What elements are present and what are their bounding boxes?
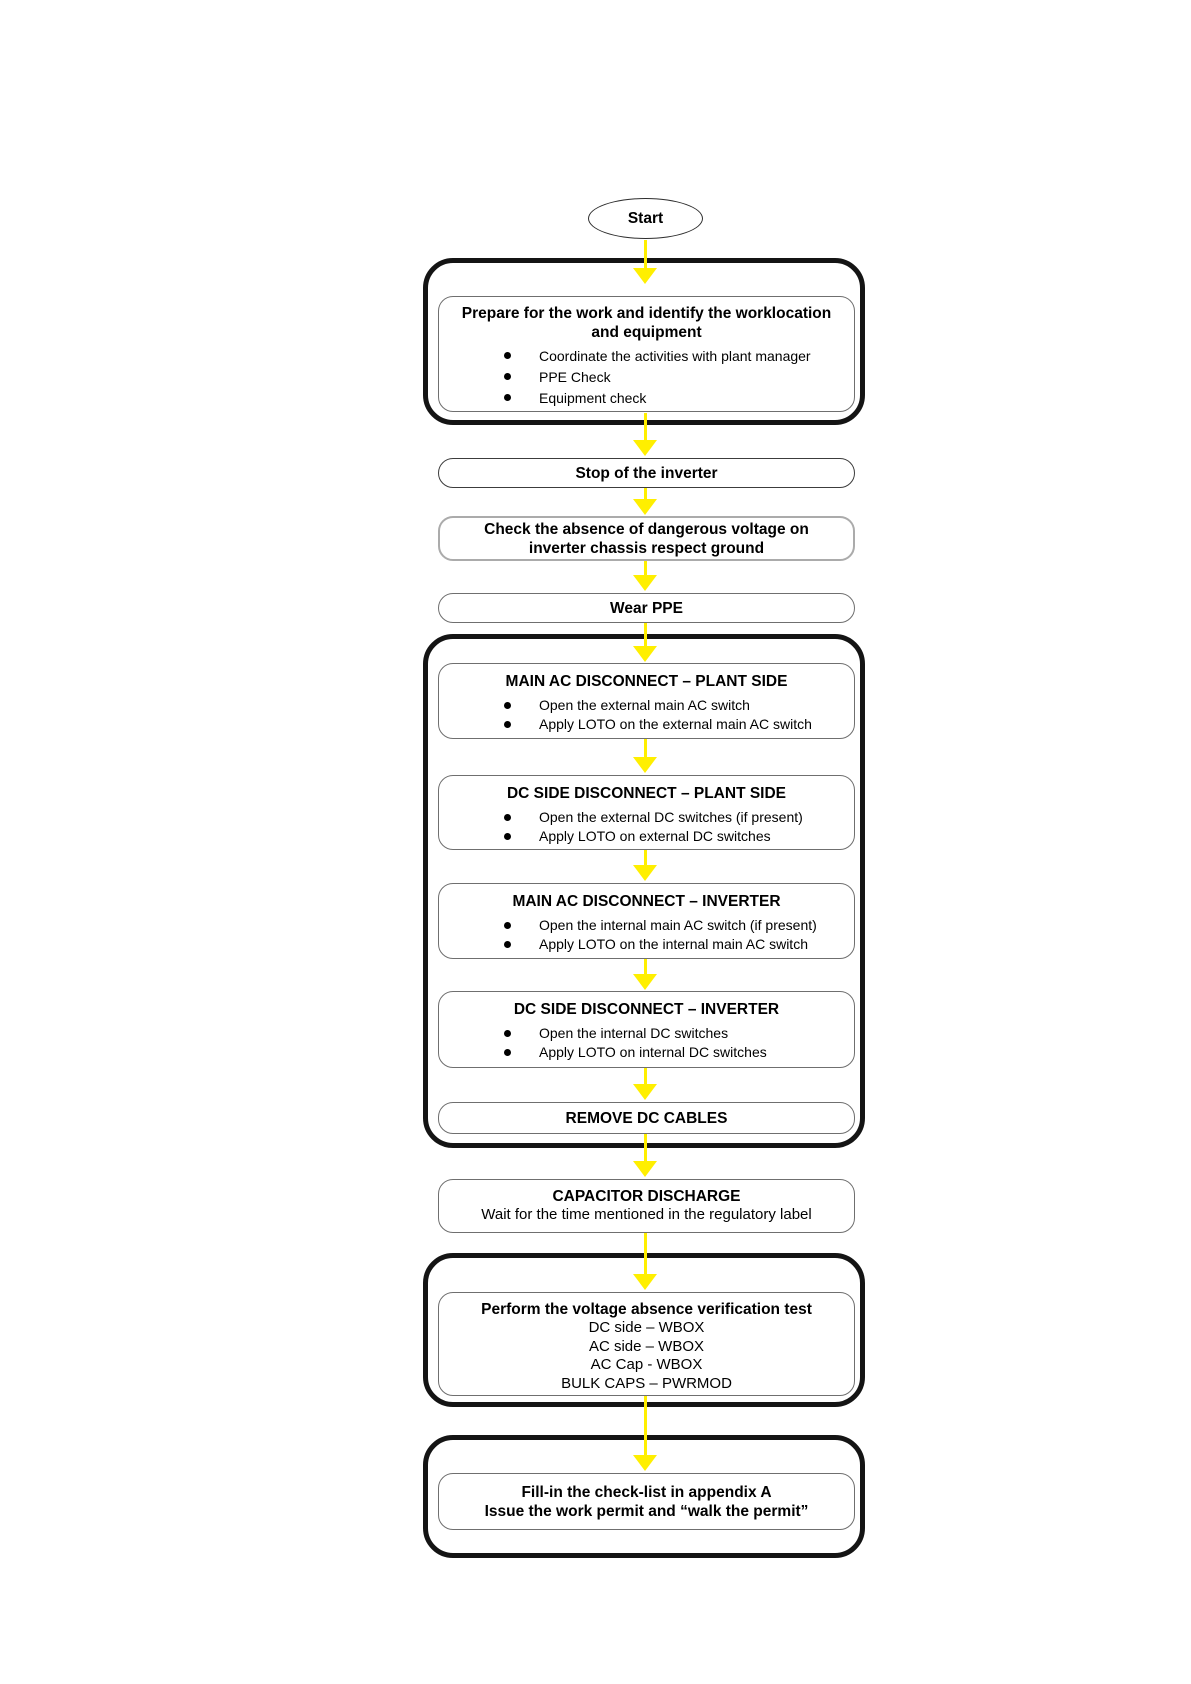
node-main-ac-plant: MAIN AC DISCONNECT – PLANT SIDE Open the…	[438, 663, 855, 739]
node-fill-in-checklist-line1: Fill-in the check-list in appendix A	[521, 1483, 772, 1501]
node-wear-ppe: Wear PPE	[438, 593, 855, 623]
bullet-item: Coordinate the activities with plant man…	[439, 346, 854, 367]
node-main-ac-inverter-title: MAIN AC DISCONNECT – INVERTER	[512, 893, 781, 910]
arrow-head-icon	[633, 1274, 657, 1290]
arrow-shaft	[643, 623, 647, 648]
bullet-item: Apply LOTO on the external main AC switc…	[439, 715, 854, 734]
arrow-shaft	[643, 850, 647, 867]
node-prepare: Prepare for the work and identify the wo…	[438, 296, 855, 412]
arrow-head-icon	[633, 646, 657, 662]
node-check-voltage-line2: inverter chassis respect ground	[528, 539, 765, 557]
arrow-head-icon	[633, 499, 657, 515]
flow-arrow-7	[633, 850, 657, 881]
arrow-shaft	[643, 561, 647, 577]
bullet-item: Apply LOTO on internal DC switches	[439, 1043, 854, 1062]
arrow-head-icon	[633, 974, 657, 990]
node-capacitor-discharge: CAPACITOR DISCHARGE Wait for the time me…	[438, 1179, 855, 1233]
bullet-item: Open the external DC switches (if presen…	[439, 808, 854, 827]
node-dc-plant: DC SIDE DISCONNECT – PLANT SIDE Open the…	[438, 775, 855, 850]
node-fill-in-checklist-line2: Issue the work permit and “walk the perm…	[484, 1502, 809, 1520]
bullet-item: Open the internal main AC switch (if pre…	[439, 916, 854, 935]
node-main-ac-inverter: MAIN AC DISCONNECT – INVERTER Open the i…	[438, 883, 855, 959]
node-verification-title: Perform the voltage absence verification…	[481, 1301, 812, 1318]
arrow-head-icon	[633, 440, 657, 456]
node-verification-line4: BULK CAPS – PWRMOD	[561, 1374, 732, 1392]
node-verification-line2: AC side – WBOX	[588, 1337, 705, 1355]
arrow-head-icon	[633, 1161, 657, 1177]
arrow-shaft	[643, 959, 647, 976]
flow-arrow-11	[633, 1233, 657, 1290]
node-prepare-bullets: Coordinate the activities with plant man…	[439, 346, 854, 409]
flow-arrow-1	[633, 240, 657, 284]
flow-arrow-12	[633, 1396, 657, 1471]
node-fill-in-checklist: Fill-in the check-list in appendix A Iss…	[438, 1473, 855, 1530]
arrow-head-icon	[633, 757, 657, 773]
node-prepare-title-line2: and equipment	[591, 324, 702, 341]
flow-arrow-6	[633, 739, 657, 773]
node-main-ac-plant-title: MAIN AC DISCONNECT – PLANT SIDE	[505, 673, 788, 690]
arrow-shaft	[643, 1134, 647, 1163]
bullet-item: Apply LOTO on external DC switches	[439, 827, 854, 846]
arrow-shaft	[643, 1396, 647, 1457]
arrow-shaft	[643, 739, 647, 759]
arrow-head-icon	[633, 865, 657, 881]
node-dc-inverter-bullets: Open the internal DC switches Apply LOTO…	[439, 1024, 854, 1062]
node-wear-ppe-title: Wear PPE	[610, 599, 683, 617]
flow-arrow-5	[633, 623, 657, 662]
arrow-head-icon	[633, 575, 657, 591]
node-check-voltage: Check the absence of dangerous voltage o…	[438, 516, 855, 561]
bullet-item: PPE Check	[439, 367, 854, 388]
bullet-item: Apply LOTO on the internal main AC switc…	[439, 935, 854, 954]
arrow-shaft	[643, 488, 647, 501]
flow-arrow-4	[633, 561, 657, 591]
node-capacitor-discharge-title: CAPACITOR DISCHARGE	[552, 1188, 741, 1206]
start-node: Start	[588, 198, 703, 239]
node-dc-plant-title: DC SIDE DISCONNECT – PLANT SIDE	[506, 785, 787, 802]
arrow-shaft	[643, 413, 647, 442]
node-stop-inverter-title: Stop of the inverter	[575, 464, 718, 482]
node-verification-line1: DC side – WBOX	[588, 1319, 705, 1336]
flow-arrow-10	[633, 1134, 657, 1177]
node-dc-plant-bullets: Open the external DC switches (if presen…	[439, 808, 854, 846]
node-main-ac-plant-bullets: Open the external main AC switch Apply L…	[439, 696, 854, 734]
node-capacitor-discharge-note: Wait for the time mentioned in the regul…	[481, 1206, 812, 1224]
node-remove-dc-cables-title: REMOVE DC CABLES	[565, 1109, 728, 1127]
flow-arrow-3	[633, 488, 657, 515]
flow-arrow-9	[633, 1068, 657, 1100]
arrow-head-icon	[633, 268, 657, 284]
bullet-item: Equipment check	[439, 388, 854, 409]
node-main-ac-inverter-bullets: Open the internal main AC switch (if pre…	[439, 916, 854, 954]
arrow-shaft	[643, 1068, 647, 1086]
node-dc-inverter: DC SIDE DISCONNECT – INVERTER Open the i…	[438, 991, 855, 1068]
node-dc-inverter-title: DC SIDE DISCONNECT – INVERTER	[513, 1001, 780, 1018]
arrow-shaft	[643, 240, 647, 270]
bullet-item: Open the internal DC switches	[439, 1024, 854, 1043]
arrow-head-icon	[633, 1455, 657, 1471]
flow-arrow-8	[633, 959, 657, 990]
node-check-voltage-line1: Check the absence of dangerous voltage o…	[484, 520, 809, 538]
flow-arrow-2	[633, 413, 657, 456]
start-label: Start	[627, 209, 664, 227]
node-remove-dc-cables: REMOVE DC CABLES	[438, 1102, 855, 1134]
node-verification: Perform the voltage absence verification…	[438, 1292, 855, 1396]
node-verification-line3: AC Cap - WBOX	[590, 1356, 703, 1373]
arrow-shaft	[643, 1233, 647, 1276]
arrow-head-icon	[633, 1084, 657, 1100]
bullet-item: Open the external main AC switch	[439, 696, 854, 715]
node-stop-inverter: Stop of the inverter	[438, 458, 855, 488]
node-prepare-title-line1: Prepare for the work and identify the wo…	[461, 305, 832, 322]
